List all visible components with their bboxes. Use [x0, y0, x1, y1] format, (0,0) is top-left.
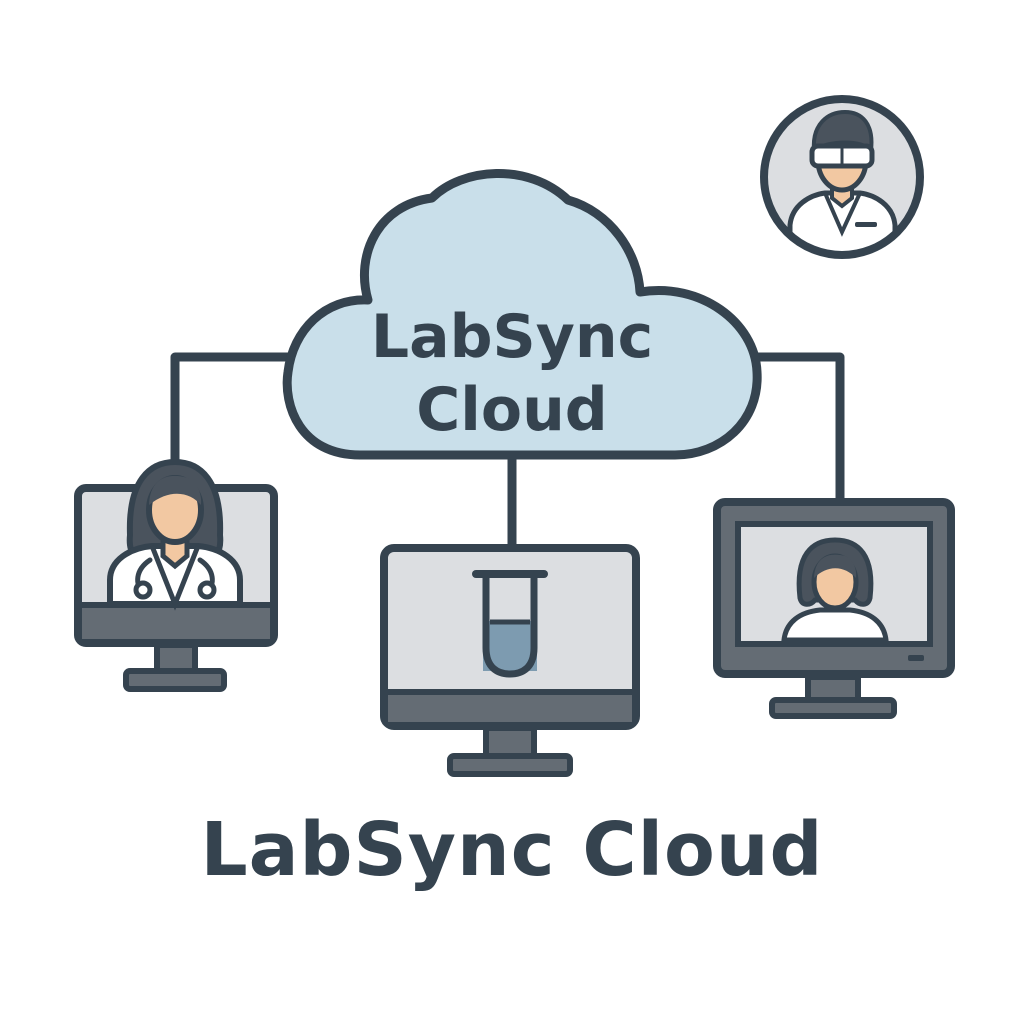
cloud-label-line1: LabSync [371, 302, 653, 372]
lab-technician-with-goggles-icon [760, 95, 924, 259]
connectors [170, 352, 845, 553]
test-tube-icon [472, 570, 548, 678]
monitor-left [74, 458, 278, 692]
footer-title: LabSync Cloud [200, 807, 824, 893]
cloud-icon: LabSync Cloud [282, 169, 762, 460]
cloud-label-line2: Cloud [416, 375, 607, 445]
connector-right [740, 352, 845, 507]
monitor-center [380, 544, 640, 777]
doctor-with-stethoscope-icon [107, 458, 243, 611]
patient-icon [781, 537, 889, 643]
monitor-right [713, 498, 955, 719]
connector-left [170, 352, 295, 493]
